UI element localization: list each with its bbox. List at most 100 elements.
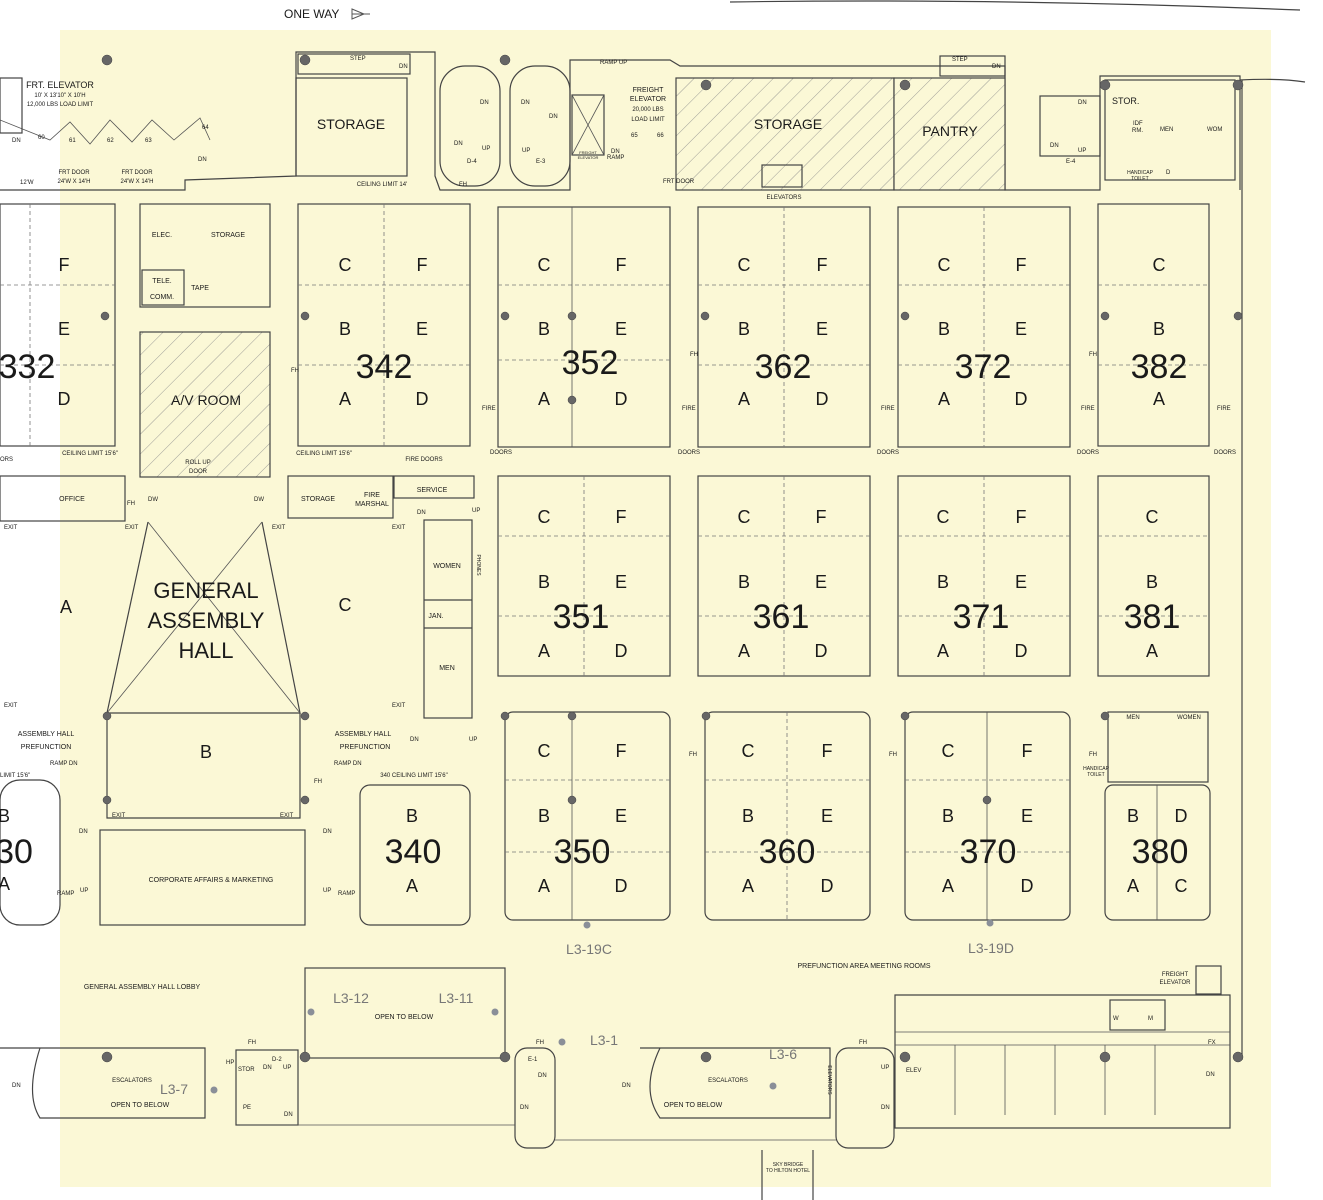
freight-elevator-bottom-1: FREIGHT	[1162, 972, 1189, 978]
dn-label: DN	[1206, 1072, 1215, 1078]
escalators-left: ESCALATORS	[112, 1078, 152, 1084]
office-label: OFFICE	[59, 496, 85, 503]
freight-elevator-4: LOAD LIMIT	[631, 117, 665, 123]
room-362-letter: E	[816, 319, 828, 339]
walls-bottom	[0, 965, 1231, 1200]
room-30-letter: B	[0, 806, 10, 826]
top-labels: ONE WAY FRT. ELEVATOR 10' X 13'10" X 10'…	[12, 7, 1222, 201]
location-L3-12: L3-12	[333, 990, 369, 1006]
idf-rm-label: RM.	[1132, 128, 1143, 134]
dock-64: 64	[202, 125, 209, 131]
step-label: STEP	[350, 56, 366, 62]
room-360-letter: A	[742, 876, 754, 896]
room-372-number: 372	[955, 348, 1012, 386]
corporate-affairs-label: CORPORATE AFFAIRS & MARKETING	[149, 877, 274, 884]
location-L3-6: L3-6	[769, 1046, 797, 1062]
prefunction-right-1: ASSEMBLY HALL	[335, 731, 392, 738]
room-351-number: 351	[553, 598, 610, 636]
frt-door-1: FRT DOOR	[58, 170, 90, 176]
fire-marshal-1: FIRE	[364, 492, 380, 499]
freight-elevator-1: FREIGHT	[633, 87, 664, 94]
room-381-letter: B	[1146, 572, 1158, 592]
room-372-letter: D	[1015, 389, 1028, 409]
toilet-label: TOILET	[1131, 176, 1148, 182]
room-370-letter: D	[1021, 876, 1034, 896]
prefunction-right-2: PREFUNCTION	[340, 744, 391, 751]
fire-label: FIRE	[682, 406, 696, 412]
room-342-letter: B	[339, 319, 351, 339]
location-codes: L3-19C L3-19D L3-12 L3-11 L3-1 L3-6 L3-7	[160, 940, 1014, 1097]
room-382-letter: A	[1153, 389, 1165, 409]
room-371-letter: F	[1016, 507, 1027, 527]
av-room-label: A/V ROOM	[171, 392, 241, 408]
dn-label: DN	[12, 138, 21, 144]
elev-label: ELEV	[906, 1068, 921, 1074]
room-370-number: 370	[960, 833, 1017, 871]
frt-door-2-size: 24'W X 14'H	[121, 179, 154, 185]
phones-label: PHONES	[475, 554, 481, 576]
up-label: UP	[80, 888, 88, 894]
room-361-letter: D	[815, 641, 828, 661]
frt-door-1-size: 24'W X 14'H	[58, 179, 91, 185]
up-label: UP	[469, 737, 477, 743]
limit-156: LIMIT 15'6"	[0, 773, 30, 779]
open-to-below-left: OPEN TO BELOW	[111, 1102, 170, 1109]
ga-section-b: B	[200, 742, 212, 762]
toilet-label: TOILET	[1087, 772, 1104, 778]
dn-label: DN	[12, 1083, 21, 1089]
location-L3-1: L3-1	[590, 1032, 618, 1048]
dock-60: 60	[38, 135, 45, 141]
dw-label: DW	[148, 497, 158, 503]
room-362-number: 362	[755, 348, 812, 386]
room-361-letter: B	[738, 572, 750, 592]
e4-label: E-4	[1066, 159, 1076, 165]
room-381-letter: A	[1146, 641, 1158, 661]
ramp-label: RAMP	[338, 891, 355, 897]
ceiling-limit-14: CEILING LIMIT 14'	[357, 182, 407, 188]
dn-label: DN	[399, 64, 408, 70]
fh-label: FH	[291, 368, 299, 374]
fx-label: FX	[1208, 1040, 1216, 1046]
room-350-letter: A	[538, 876, 550, 896]
room-370-letter: F	[1022, 741, 1033, 761]
fh-label: FH	[1089, 352, 1097, 358]
ceiling-limit-342: CEILING LIMIT 15'6"	[296, 451, 352, 457]
room-30-letter: A	[0, 874, 10, 894]
dock-63: 63	[145, 138, 152, 144]
dn-label: DN	[622, 1083, 631, 1089]
dn-label: DN	[417, 510, 426, 516]
room-352-letter: F	[616, 255, 627, 275]
room-371-number: 371	[953, 598, 1010, 636]
hp-label: HP	[226, 1060, 234, 1066]
dn-label: DN	[881, 1105, 890, 1111]
fh-label: FH	[690, 352, 698, 358]
ga-section-c: C	[339, 595, 352, 615]
room-342-number: 342	[356, 348, 413, 386]
dn-label: DN	[79, 829, 88, 835]
room-332-letter: E	[58, 319, 70, 339]
idf-label: IDF	[1133, 121, 1143, 127]
fire-label: FIRE	[1217, 406, 1231, 412]
room-350-letter: F	[616, 741, 627, 761]
open-to-below-center: OPEN TO BELOW	[375, 1014, 434, 1021]
fh-label: FH	[314, 779, 322, 785]
room-351-letter: B	[538, 572, 550, 592]
general-assembly-hall: GENERAL ASSEMBLY HALL A B C	[60, 578, 352, 762]
m-label: M	[1148, 1016, 1153, 1022]
doors-label: DOORS	[678, 450, 700, 456]
room-360-letter: B	[742, 806, 754, 826]
dn-label: DN	[1050, 143, 1059, 149]
sky-bridge-2: TO HILTON HOTEL	[766, 1168, 810, 1174]
up-label: UP	[472, 508, 480, 514]
room-walls	[0, 203, 1211, 926]
room-352-letter: B	[538, 319, 550, 339]
fire-label: FIRE	[482, 406, 496, 412]
frt-elevator-size: 10' X 13'10" X 10'H	[34, 93, 85, 99]
location-L3-11: L3-11	[439, 990, 474, 1006]
room-371-letter: D	[1015, 641, 1028, 661]
d-label: D	[1166, 170, 1171, 176]
dn-label: DN	[323, 829, 332, 835]
room-350-number: 350	[554, 833, 611, 871]
dn-label: DN	[520, 1105, 529, 1111]
